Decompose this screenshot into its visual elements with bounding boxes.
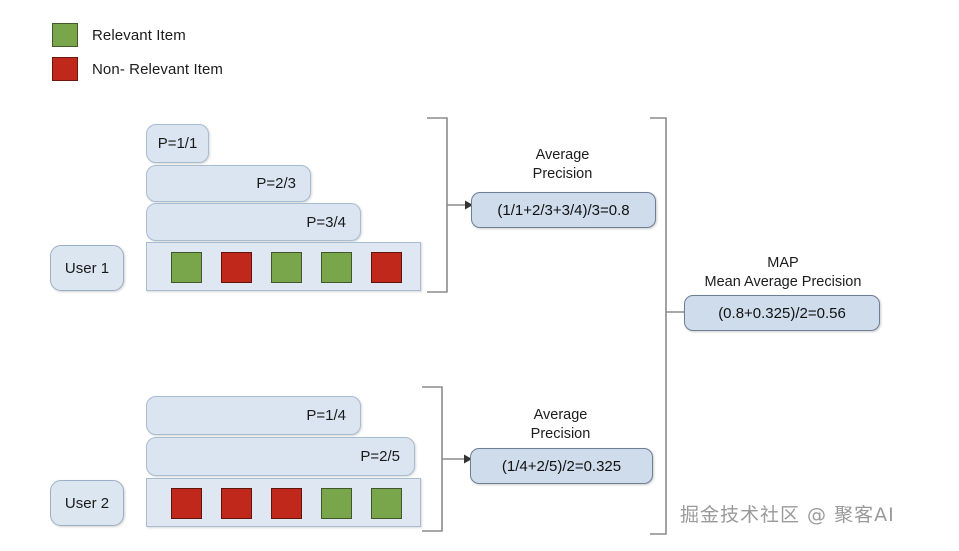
map-caption: MAP Mean Average Precision [704, 255, 862, 290]
user-2-ap-box: (1/4+2/5)/2=0.325 [470, 448, 653, 484]
user-1-precision-label-2: P=2/3 [256, 175, 296, 192]
user-1-item-4 [321, 252, 352, 283]
user-2-items-row [146, 478, 421, 527]
user-1-precision-label-1: P=1/1 [157, 135, 198, 152]
user-2-precision-label-2: P=2/5 [360, 448, 400, 465]
user-2-label: User 2 [64, 494, 110, 512]
legend: Relevant Item Non- Relevant Item [52, 22, 223, 90]
user-2-item-3 [271, 488, 302, 519]
legend-label-relevant: Relevant Item [92, 26, 186, 44]
relevant-swatch-icon [52, 23, 78, 47]
user-1-label: User 1 [64, 259, 110, 277]
user-2-precision-bar-1: P=1/4 [146, 396, 361, 435]
user-1-precision-label-3: P=3/4 [306, 213, 346, 231]
user-1-ap-caption: Average Precision [532, 147, 593, 182]
user-2-ap-caption: Average Precision [530, 407, 591, 442]
user-2-bracket-connector [420, 383, 475, 538]
user-1-precision-bar-2: P=2/3 [146, 165, 311, 202]
legend-item-non-relevant: Non- Relevant Item [52, 56, 223, 82]
user-1-ap-box: (1/1+2/3+3/4)/3=0.8 [471, 192, 656, 228]
user-2-label-box: User 2 [50, 480, 124, 526]
user-2-precision-bar-2: P=2/5 [146, 437, 415, 476]
user-1-ap-value: (1/1+2/3+3/4)/3=0.8 [497, 201, 630, 219]
non-relevant-swatch-icon [52, 57, 78, 81]
user-1-item-2 [221, 252, 252, 283]
user-2-precision-label-1: P=1/4 [306, 407, 346, 424]
user-1-label-box: User 1 [50, 245, 124, 291]
user-1-precision-bar-3: P=3/4 [146, 203, 361, 241]
legend-label-non-relevant: Non- Relevant Item [92, 60, 224, 78]
legend-item-relevant: Relevant Item [52, 22, 223, 48]
user-2-item-2 [221, 488, 252, 519]
user-2-item-5 [371, 488, 402, 519]
user-1-item-1 [171, 252, 202, 283]
user-2-ap-value: (1/4+2/5)/2=0.325 [501, 457, 622, 475]
user-2-item-1 [171, 488, 202, 519]
user-1-precision-bar-1: P=1/1 [146, 124, 209, 163]
map-box: (0.8+0.325)/2=0.56 [684, 295, 880, 331]
user-1-items-row [146, 242, 421, 291]
user-1-item-5 [371, 252, 402, 283]
user-2-item-4 [321, 488, 352, 519]
watermark: 掘金技术社区 @ 聚客AI [680, 504, 895, 526]
user-1-bracket-connector [425, 114, 475, 299]
map-value: (0.8+0.325)/2=0.56 [718, 304, 846, 322]
user-1-item-3 [271, 252, 302, 283]
